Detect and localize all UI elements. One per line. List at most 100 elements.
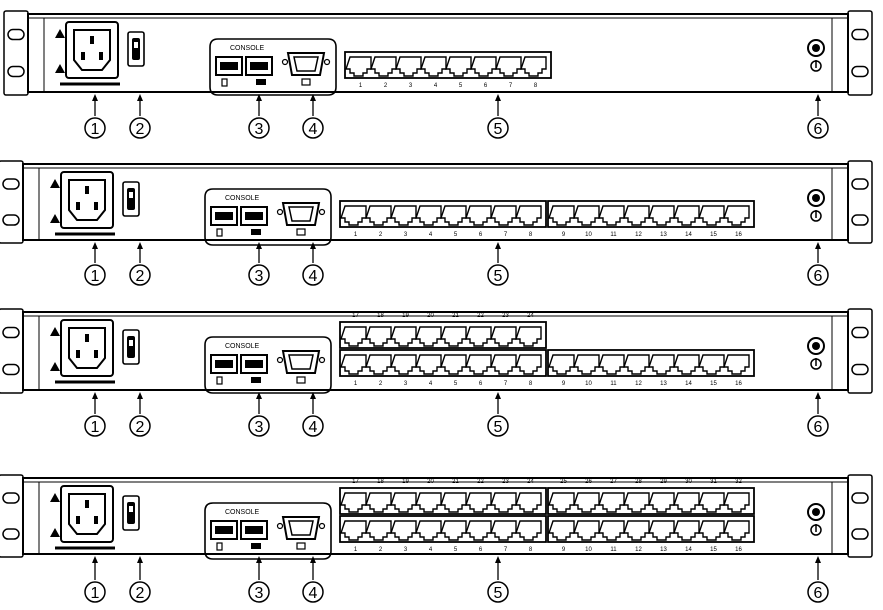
power-pin bbox=[76, 350, 80, 358]
rj45-port-outline bbox=[440, 326, 467, 347]
callout-circle bbox=[487, 264, 509, 286]
power-switch-mark bbox=[134, 42, 138, 48]
rj45-port-outline bbox=[465, 326, 492, 347]
power-inlet-socket bbox=[73, 29, 111, 71]
warning-triangle-icon bbox=[50, 214, 60, 223]
left-ear-outline bbox=[3, 10, 29, 96]
port-block-frame bbox=[344, 51, 552, 79]
rj45-port: 8 bbox=[520, 56, 547, 89]
rj45-port-outline bbox=[465, 492, 492, 513]
port-number-label: 13 bbox=[660, 232, 667, 238]
port-number-label: 5 bbox=[459, 83, 463, 89]
port-number-label: 31 bbox=[710, 479, 717, 485]
vga-screw bbox=[318, 356, 326, 364]
port-number-label: 8 bbox=[529, 547, 533, 553]
chassis-body bbox=[22, 163, 849, 241]
usb-port-outline bbox=[240, 206, 268, 226]
vga-port-shell bbox=[286, 52, 326, 76]
rj45-port-outline bbox=[623, 520, 650, 541]
ground-screw bbox=[807, 503, 825, 521]
ground-terminal bbox=[807, 503, 825, 536]
callout-arrowhead bbox=[92, 242, 98, 249]
rj45-port-outline bbox=[673, 354, 700, 375]
callout-arrowhead bbox=[495, 392, 501, 399]
rj45-port: 7 bbox=[490, 354, 517, 387]
power-pin bbox=[76, 202, 80, 210]
rj45-port-outline bbox=[365, 326, 392, 347]
warning-triangle-shape bbox=[50, 493, 60, 502]
port-number-label: 7 bbox=[504, 381, 508, 387]
rj45-port: 4 bbox=[420, 56, 447, 89]
rj45-port: 16 bbox=[723, 205, 750, 238]
rj45-port-outline bbox=[698, 492, 725, 513]
rj45-port: 16 bbox=[723, 520, 750, 553]
port-number-label: 3 bbox=[409, 83, 413, 89]
callout-circle bbox=[248, 264, 270, 286]
power-switch-rocker bbox=[127, 336, 135, 358]
usb-port-outline bbox=[245, 56, 273, 76]
rj45-port: 10 bbox=[573, 520, 600, 553]
port-number-label: 24 bbox=[527, 313, 534, 319]
port-number-label: 30 bbox=[685, 479, 692, 485]
port-number-label: 27 bbox=[610, 479, 617, 485]
rj45-port-outline bbox=[490, 326, 517, 347]
callout-5: 5 bbox=[487, 242, 509, 286]
callout-5: 5 bbox=[487, 94, 509, 139]
rj45-port: 14 bbox=[673, 205, 700, 238]
rj45-port: 19 bbox=[390, 313, 417, 347]
callout-1: 1 bbox=[84, 392, 106, 437]
right-ear-slot-bottom bbox=[851, 363, 869, 376]
right-ear-slot-top bbox=[851, 28, 869, 41]
rj45-port-outline bbox=[515, 492, 542, 513]
port-number-label: 22 bbox=[477, 313, 484, 319]
power-switch-frame bbox=[122, 181, 140, 217]
right-ear-slot-top bbox=[851, 326, 869, 339]
port-number-label: 15 bbox=[710, 381, 717, 387]
rj45-port-outline bbox=[648, 492, 675, 513]
warning-triangle-icon bbox=[55, 29, 65, 38]
port-number-label: 14 bbox=[685, 547, 692, 553]
callout-arrowhead bbox=[310, 242, 316, 249]
port-number-label: 3 bbox=[404, 547, 408, 553]
power-inlet bbox=[60, 21, 120, 86]
callout-arrowhead bbox=[256, 94, 262, 101]
rj45-port: 4 bbox=[415, 354, 442, 387]
rj45-port-outline bbox=[548, 205, 575, 226]
rj45-port-outline bbox=[490, 354, 517, 375]
right-ear-outline bbox=[847, 308, 873, 394]
callout-number: 4 bbox=[309, 419, 318, 436]
usb-icon bbox=[221, 78, 228, 87]
rj45-port: 1 bbox=[345, 56, 372, 89]
usb-port-outline bbox=[210, 354, 238, 374]
power-pin bbox=[90, 36, 94, 44]
port-number-label: 20 bbox=[427, 313, 434, 319]
callout-arrowhead bbox=[256, 242, 262, 249]
callout-arrowhead bbox=[310, 94, 316, 101]
port-number-label: 6 bbox=[484, 83, 488, 89]
rj45-port: 1 bbox=[340, 205, 367, 238]
port-number-label: 29 bbox=[660, 479, 667, 485]
rj45-port-outline bbox=[573, 354, 600, 375]
rj45-port-outline bbox=[365, 492, 392, 513]
callout-circle bbox=[807, 415, 829, 437]
warning-triangle-icon bbox=[50, 493, 60, 502]
usb-port bbox=[240, 206, 268, 226]
ground-terminal bbox=[807, 337, 825, 370]
callout-circle bbox=[248, 415, 270, 437]
port-number-label: 3 bbox=[404, 381, 408, 387]
power-inlet bbox=[55, 171, 115, 236]
rj45-port-outline bbox=[573, 205, 600, 226]
right-ear-slot-bottom bbox=[851, 528, 869, 540]
ground-screw-head bbox=[812, 342, 820, 350]
vga-port-inner bbox=[288, 354, 314, 370]
rj45-port: 7 bbox=[490, 205, 517, 238]
rj45-port-outline bbox=[440, 205, 467, 226]
vga-screw bbox=[318, 208, 326, 216]
left-ear-outline bbox=[0, 160, 24, 244]
rj45-port: 6 bbox=[465, 354, 492, 387]
left-ear-slot-bottom bbox=[2, 363, 20, 376]
rj45-port-outline bbox=[598, 354, 625, 375]
callout-4: 4 bbox=[302, 392, 324, 437]
